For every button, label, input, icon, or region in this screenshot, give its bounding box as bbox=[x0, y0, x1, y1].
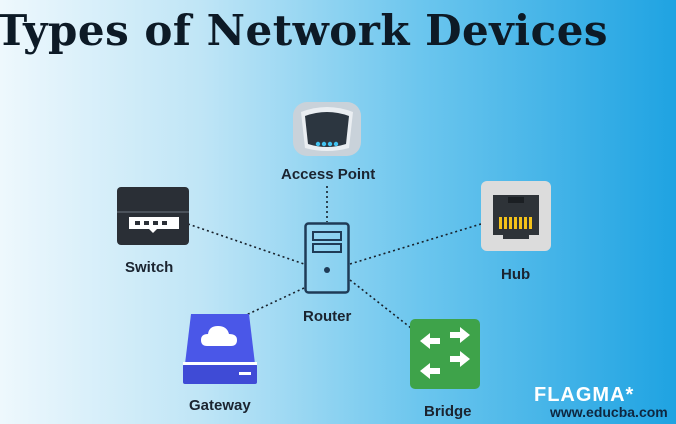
hub-label: Hub bbox=[501, 266, 531, 283]
bridge-label: Bridge bbox=[424, 403, 472, 420]
line-router-switch bbox=[187, 223, 305, 265]
switch-icon bbox=[117, 187, 189, 245]
line-router-hub bbox=[349, 223, 482, 265]
bridge-arrows-icon bbox=[410, 319, 480, 389]
watermark-flagma: FLAGMA* bbox=[534, 384, 635, 406]
gateway-label: Gateway bbox=[189, 397, 251, 414]
gateway-cloud-icon bbox=[183, 314, 257, 384]
router-label: Router bbox=[303, 308, 352, 325]
access-point-icon bbox=[293, 102, 361, 156]
access-point-label: Access Point bbox=[281, 166, 376, 183]
line-router-bridge bbox=[349, 279, 412, 329]
page-title: Types of Network Devices bbox=[0, 6, 609, 55]
switch-label: Switch bbox=[125, 259, 174, 276]
watermark-educba: www.educba.com bbox=[550, 404, 668, 420]
line-router-gateway bbox=[243, 287, 305, 317]
hub-icon bbox=[481, 181, 551, 251]
router-icon bbox=[304, 222, 350, 294]
